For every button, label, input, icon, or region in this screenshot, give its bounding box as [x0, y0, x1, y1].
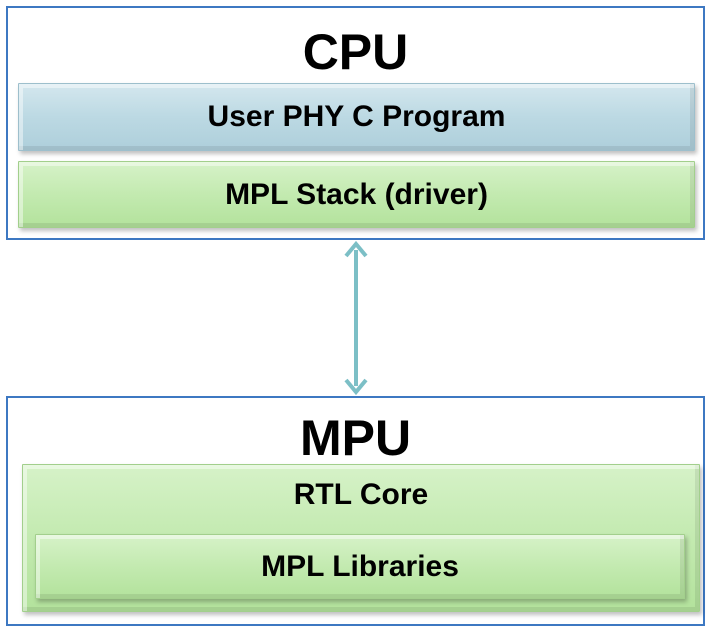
rtl-core-label: RTL Core	[293, 478, 429, 511]
cpu-box: CPU User PHY C Program MPL Stack (driver…	[6, 6, 705, 240]
bidirectional-arrow-icon	[344, 240, 368, 396]
rtl-core-layer: RTL Core MPL Libraries	[22, 464, 700, 612]
user-phy-c-program-label: User PHY C Program	[207, 100, 506, 133]
mpu-box: MPU RTL Core MPL Libraries	[6, 396, 705, 626]
cpu-title: CPU	[302, 24, 409, 80]
user-phy-c-program-layer: User PHY C Program	[18, 83, 695, 151]
mpl-stack-driver-layer: MPL Stack (driver)	[18, 161, 695, 228]
mpl-stack-driver-label: MPL Stack (driver)	[225, 177, 488, 211]
mpl-libraries-layer: MPL Libraries	[35, 534, 685, 599]
mpu-title: MPU	[299, 410, 412, 466]
mpl-libraries-label: MPL Libraries	[261, 549, 459, 583]
